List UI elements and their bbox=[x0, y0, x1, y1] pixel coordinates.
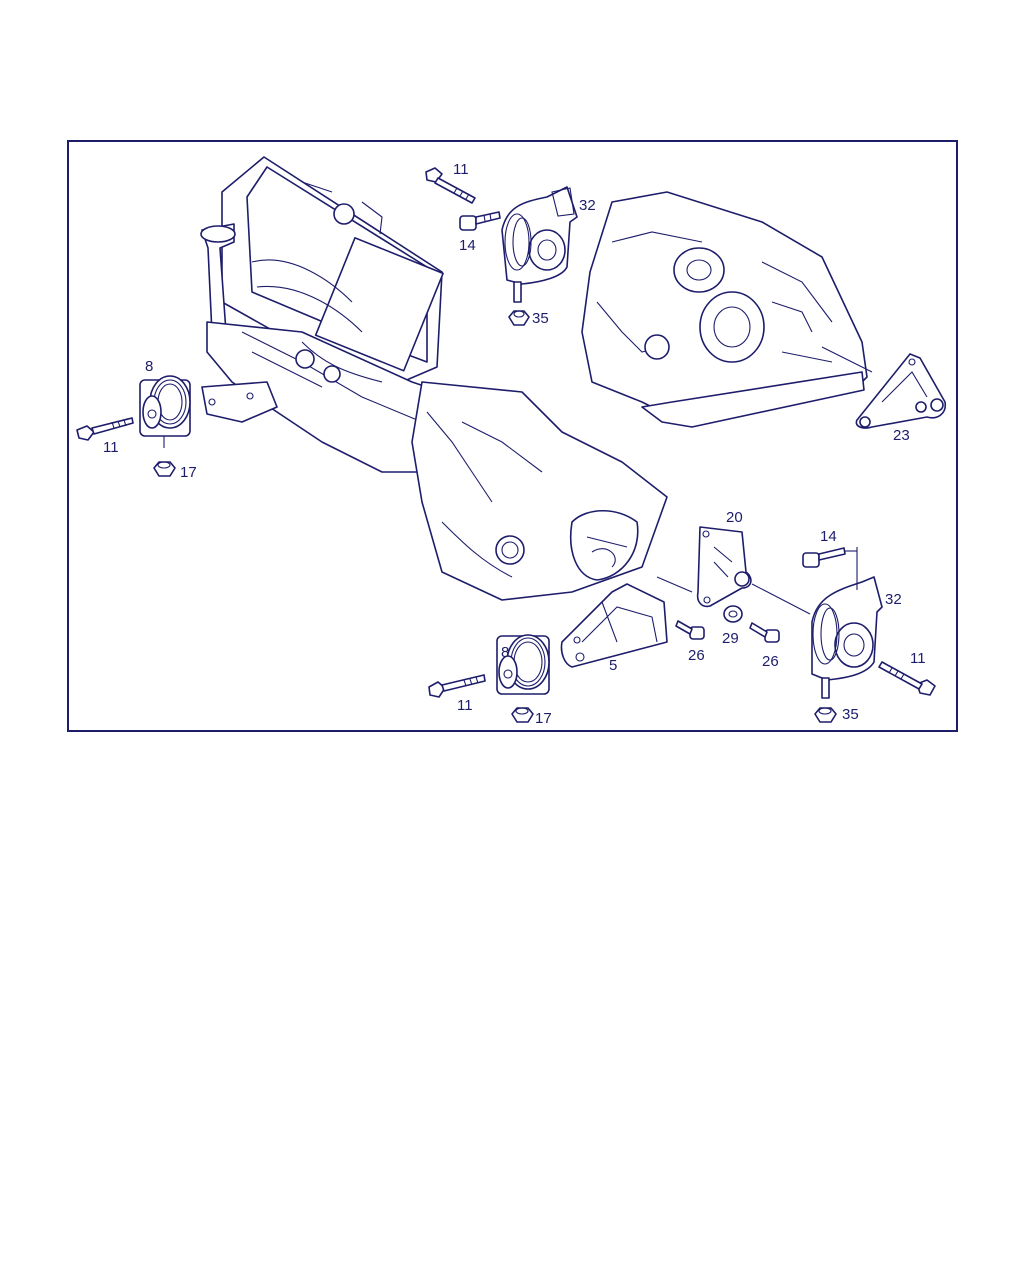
callout-35-top: 35 bbox=[532, 310, 549, 327]
bolt-14-top bbox=[459, 211, 501, 231]
nut-17-left bbox=[153, 461, 176, 477]
nut-17-bottom bbox=[511, 707, 534, 723]
bracket-23 bbox=[855, 353, 947, 429]
callout-11-top: 11 bbox=[453, 161, 469, 178]
engine-mount-top bbox=[501, 186, 578, 303]
diagram-frame: 11 14 32 35 8 11 17 23 20 14 32 11 8 5 2… bbox=[67, 140, 958, 732]
engine-mount-left bbox=[139, 375, 191, 448]
bracket-5 bbox=[560, 583, 668, 668]
callout-17-left: 17 bbox=[180, 464, 197, 481]
callout-26-left: 26 bbox=[688, 647, 705, 664]
bolt-11-right bbox=[878, 661, 936, 696]
exploded-parts-diagram: 11 14 32 35 8 11 17 23 20 14 32 11 8 5 2… bbox=[76, 156, 947, 727]
nut-35-top bbox=[508, 310, 530, 326]
callout-23: 23 bbox=[893, 427, 910, 444]
engine-mount-right bbox=[811, 576, 883, 699]
callout-32-right: 32 bbox=[885, 591, 902, 608]
callout-26-right: 26 bbox=[762, 653, 779, 670]
callout-11-right: 11 bbox=[910, 650, 926, 667]
nut-35-bottom bbox=[814, 707, 837, 723]
bolt-26-left bbox=[675, 620, 705, 640]
callout-29: 29 bbox=[722, 630, 739, 647]
callout-17-bottom: 17 bbox=[535, 710, 552, 727]
engine-assembly bbox=[200, 156, 668, 601]
callout-8-bottom: 8 bbox=[501, 644, 509, 661]
callout-8-left: 8 bbox=[145, 358, 153, 375]
callout-32-top: 32 bbox=[579, 197, 596, 214]
bolt-14-right bbox=[802, 547, 846, 568]
transmission-assembly bbox=[581, 191, 868, 428]
callout-5: 5 bbox=[609, 657, 617, 674]
callout-20: 20 bbox=[726, 509, 743, 526]
bolt-11-top bbox=[425, 167, 476, 204]
bolt-11-bottom bbox=[428, 674, 486, 698]
washer-29 bbox=[723, 605, 743, 623]
leader-lines bbox=[656, 346, 873, 615]
callout-labels: 11 14 32 35 8 11 17 23 20 14 32 11 8 5 2… bbox=[103, 161, 926, 727]
callout-11-left: 11 bbox=[103, 439, 119, 456]
bolt-11-left bbox=[76, 417, 134, 441]
callout-35-bottom: 35 bbox=[842, 706, 859, 723]
callout-14-top: 14 bbox=[459, 237, 476, 254]
callout-11-bottom: 11 bbox=[457, 697, 473, 714]
bolt-26-right bbox=[749, 622, 780, 643]
engine-mount-bottom bbox=[496, 634, 550, 695]
bracket-20 bbox=[696, 526, 752, 608]
callout-14-right: 14 bbox=[820, 528, 837, 545]
